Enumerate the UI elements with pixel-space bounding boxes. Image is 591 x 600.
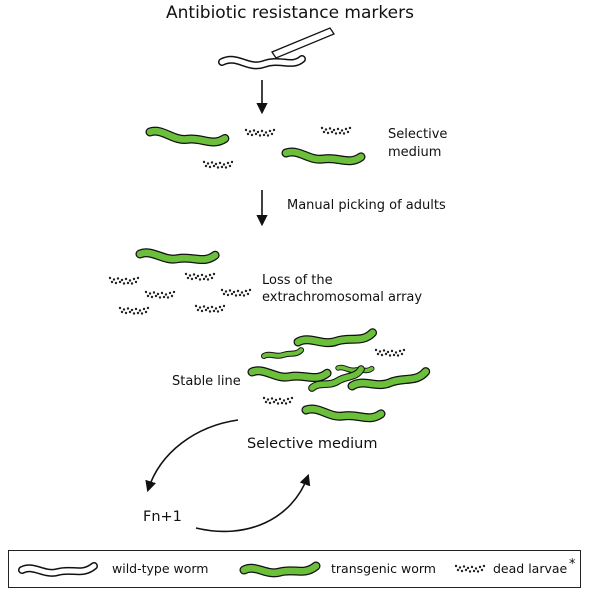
generation-label: Fn+1: [143, 509, 182, 525]
cycle-arrow-left: [145, 419, 239, 493]
legend-asterisk: *: [569, 557, 576, 572]
wild-type-worm-legend-icon: [18, 562, 98, 577]
legend-box: wild-type worm transgenic worm dead larv…: [8, 550, 581, 588]
dead-larva: [220, 288, 252, 297]
transgenic-worm-legend-icon: [239, 561, 321, 578]
transgenic-worm-s4c: [247, 366, 332, 383]
selective-medium-label-line2: medium: [388, 145, 442, 160]
legend-wild-type-label: wild-type worm: [112, 561, 209, 576]
transgenic-worm-s2a: [145, 126, 230, 147]
selective-medium-cycle-label: Selective medium: [247, 436, 378, 452]
transgenic-worm-s4f: [347, 367, 431, 391]
dead-larva: [244, 128, 276, 137]
stable-line-label: Stable line: [172, 374, 241, 389]
diagram-title: Antibiotic resistance markers: [166, 3, 414, 23]
dead-larva: [184, 272, 216, 281]
loss-of-array-label-line1: Loss of the: [262, 273, 333, 288]
loss-of-array-label-line2: extrachromosomal array: [262, 290, 423, 305]
dead-larva: [262, 396, 294, 405]
dead-larva: [144, 290, 176, 299]
legend-dead-larvae-label: dead larvae: [493, 561, 568, 576]
transgenic-worm-s4a: [293, 328, 378, 348]
selective-medium-label-line1: Selective: [388, 127, 448, 142]
dead-larva: [118, 306, 150, 315]
cycle-arrow-right: [195, 473, 311, 533]
dead-larva: [108, 276, 140, 285]
wild-type-worm-top: [218, 55, 306, 70]
transgenic-worm-s4b: [261, 347, 305, 359]
worm-picker-icon: [271, 27, 335, 59]
transgenic-worm-s4e: [308, 365, 365, 392]
dead-larva: [202, 160, 234, 169]
transgenic-worm-s4g: [301, 404, 386, 423]
dead-larva: [374, 348, 406, 357]
legend-transgenic-label: transgenic worm: [331, 561, 436, 576]
transgenic-worm-s4d: [335, 364, 375, 374]
manual-picking-label: Manual picking of adults: [287, 198, 446, 213]
dead-larva: [194, 304, 226, 313]
transgenic-worm-s2b: [281, 147, 366, 166]
dead-larva: [320, 126, 352, 135]
transgenic-worm-s3: [135, 248, 220, 265]
